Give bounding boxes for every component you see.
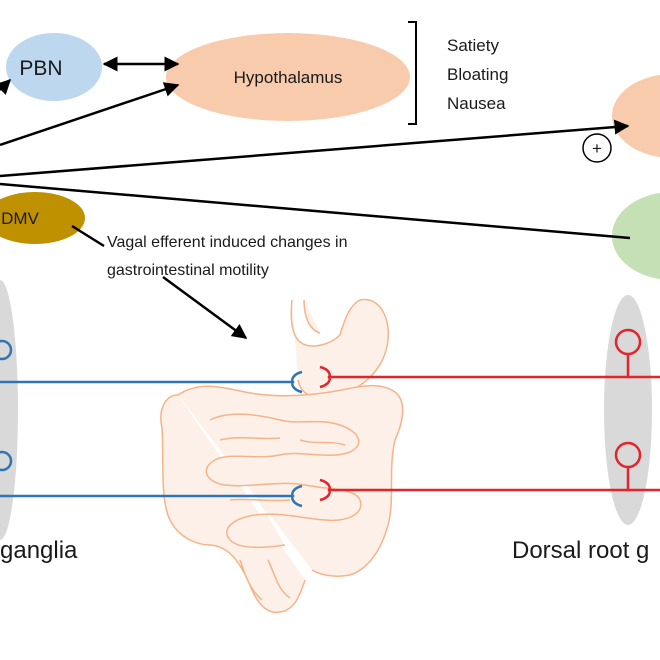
right-green-node <box>612 192 660 280</box>
vagal-terminal-bottom <box>291 484 303 508</box>
symptom-item: Bloating <box>447 65 508 84</box>
annotation-line-1: Vagal efferent induced changes in <box>107 234 347 251</box>
vagal-neuron-soma-bottom <box>0 450 13 472</box>
hypothalamus-label: Hypothalamus <box>234 68 343 87</box>
annotation-line-2: gastrointestinal motility <box>107 262 269 279</box>
symptom-item: Satiety <box>447 36 499 55</box>
spinal-terminal-bottom <box>319 478 331 502</box>
arrow-to-pbn <box>0 78 12 95</box>
symptoms-bracket <box>408 21 417 125</box>
vagal-terminal-top <box>291 370 303 394</box>
dmv-label: DMV <box>1 209 39 228</box>
right-orange-node <box>612 74 660 158</box>
arrow-annotation-to-gut <box>162 275 248 340</box>
spinal-terminal-top <box>319 365 331 389</box>
nodose-ganglia-oval <box>0 280 18 540</box>
dorsal-root-ganglia-oval <box>604 295 652 525</box>
excitatory-plus-circle <box>582 133 612 163</box>
dorsal-root-ganglia-label: Dorsal root g <box>512 537 649 564</box>
spinal-afferent-fibers <box>319 328 660 502</box>
arrow-to-right-orange <box>0 119 630 178</box>
pbn-node <box>6 33 102 101</box>
hypothalamus-node <box>166 33 410 121</box>
plus-sign: + <box>592 139 602 158</box>
vagal-afferent-fibers <box>0 339 303 508</box>
vagal-neuron-soma-top <box>0 339 13 361</box>
dmv-node <box>0 192 85 244</box>
pathway-arrows <box>0 56 631 340</box>
symptoms-list: Satiety Bloating Nausea <box>447 36 508 113</box>
ganglia-label: ganglia <box>0 537 78 564</box>
symptom-item: Nausea <box>447 94 506 113</box>
line-dmv-to-annotation <box>71 224 105 248</box>
gut-illustration <box>160 298 404 614</box>
arrow-to-hypothalamus <box>0 82 180 147</box>
line-to-right-green <box>0 182 631 240</box>
pbn-label: PBN <box>19 57 62 80</box>
